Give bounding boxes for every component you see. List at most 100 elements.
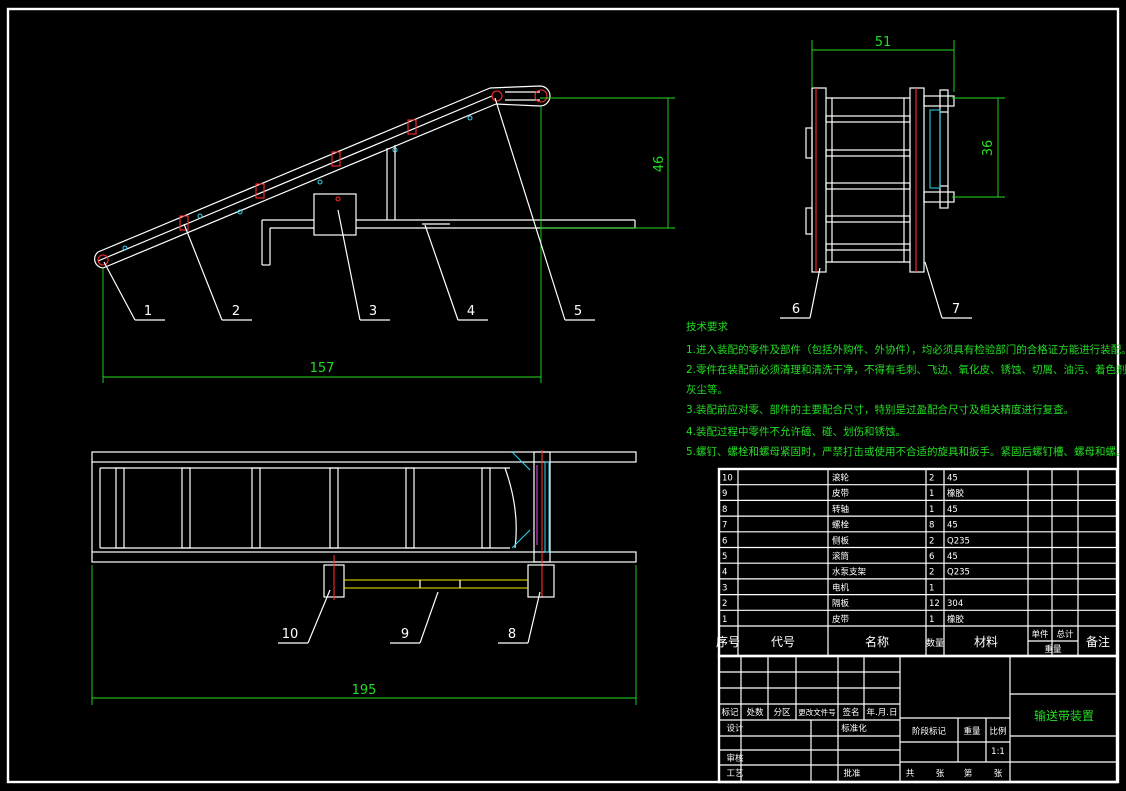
leaders-side: [103, 97, 595, 321]
bom-cell-qty: 1: [929, 489, 934, 499]
bom-cell-qty: 1: [929, 583, 934, 593]
bom-cell-material: 45: [947, 552, 958, 562]
end-view: [805, 87, 955, 273]
end-dims: [811, 40, 1005, 198]
balloon-8: 8: [508, 627, 516, 642]
bom-cell-qty: 2: [929, 474, 934, 484]
tb-ratio: 1:1: [991, 747, 1005, 757]
drawing-title: 输送带装置: [1034, 708, 1094, 723]
balloon-3: 3: [369, 304, 377, 319]
tb-sign: 签名: [842, 707, 859, 718]
tech-line-5: 4.装配过程中零件不允许磕、碰、划伤和锈蚀。: [686, 425, 906, 438]
bom-cell-no: 4: [722, 568, 727, 578]
leaders-plan: [278, 589, 541, 644]
tb-weight: 重量: [963, 726, 981, 737]
bom-head-no: 序号: [716, 634, 740, 649]
bom-cell-name: 水泵支架: [832, 567, 867, 578]
bom-cell-no: 2: [722, 599, 727, 609]
tech-line-2: 2.零件在装配前必须清理和清洗干净，不得有毛刺、飞边、氧化皮、锈蚀、切屑、油污、…: [686, 363, 1126, 376]
tb-design: 设计: [726, 723, 744, 734]
bom-head-remark: 备注: [1086, 634, 1110, 649]
tb-process: 工艺: [726, 769, 743, 779]
dim-side-height: 46: [652, 156, 667, 173]
bom-cell-qty: 1: [929, 505, 934, 515]
tb-mark: 标记: [721, 707, 739, 718]
plan-view: [91, 450, 637, 600]
bom-head-weight: 重量: [1044, 644, 1062, 655]
bom-head-total: 总计: [1056, 629, 1074, 640]
dim-plan-length: 195: [352, 683, 377, 698]
bom-cell-no: 5: [722, 552, 727, 562]
side-view: [94, 85, 636, 269]
tech-line-3: 灰尘等。: [686, 383, 728, 396]
bom-cell-material: 304: [947, 599, 963, 609]
bom-cell-no: 6: [722, 536, 727, 546]
bom-cell-no: 9: [722, 489, 727, 499]
tb-standard: 标准化: [841, 723, 867, 734]
bom-cell-qty: 1: [929, 615, 934, 625]
tech-title: 技术要求: [686, 320, 728, 333]
balloon-5: 5: [574, 304, 582, 319]
bom-cell-qty: 6: [929, 552, 934, 562]
tb-approve: 批准: [843, 768, 861, 779]
bom-cell-name: 皮带: [832, 614, 850, 625]
bom-cell-name: 滚筒: [832, 551, 849, 562]
technical-requirements: 技术要求 1.进入装配的零件及部件（包括外购件、外协件），均必须具有检验部门的合…: [686, 320, 1126, 458]
bom-cell-name: 滚轮: [832, 473, 850, 484]
dim-end-height: 36: [981, 140, 996, 157]
tb-sheet: 张: [994, 769, 1003, 779]
bom-cell-no: 1: [722, 615, 727, 625]
bom-cell-material: Q235: [947, 536, 970, 546]
bom-cell-material: 橡胶: [947, 488, 965, 499]
bom-head-material: 材料: [974, 635, 998, 649]
bom-cell-qty: 2: [929, 536, 934, 546]
dim-side-length: 157: [310, 361, 335, 376]
tb-review: 审核: [726, 753, 744, 764]
bom-cell-no: 8: [722, 505, 727, 515]
bom-cell-no: 7: [722, 521, 727, 531]
tb-sheets: 张: [936, 769, 945, 779]
bom-cell-material: 45: [947, 505, 958, 515]
bom-cell-material: Q235: [947, 568, 970, 578]
bom-head-unit: 单件: [1031, 629, 1049, 640]
bom-cell-name: 隔板: [832, 598, 850, 609]
bom-cell-name: 电机: [832, 582, 850, 593]
bom-head-name: 名称: [865, 634, 889, 649]
balloon-7: 7: [952, 302, 960, 317]
tb-scale: 比例: [989, 726, 1006, 737]
tech-line-1: 1.进入装配的零件及部件（包括外购件、外协件），均必须具有检验部门的合格证方能进…: [686, 343, 1126, 356]
bom-cell-qty: 12: [929, 599, 940, 609]
balloon-9: 9: [401, 627, 409, 642]
bom-cell-qty: 2: [929, 568, 934, 578]
bom-cell-name: 螺栓: [832, 520, 850, 531]
balloon-1: 1: [144, 304, 152, 319]
drawing-border: [6, 7, 1120, 784]
balloon-10: 10: [282, 627, 299, 642]
tb-date: 年.月.日: [867, 707, 898, 718]
balloon-2: 2: [232, 304, 240, 319]
balloon-4: 4: [467, 304, 475, 319]
title-block: 标记 处数 分区 更改文件号 签名 年.月.日 设计 标准化 审核 工艺 批准 …: [717, 654, 1119, 784]
tb-zone: 分区: [773, 708, 791, 718]
tb-stage: 阶段标记: [912, 726, 947, 737]
bom-cell-qty: 8: [929, 521, 934, 531]
bom-cell-no: 10: [722, 474, 733, 484]
side-dims: [102, 97, 675, 383]
leaders-end: [780, 261, 972, 319]
bom-cell-material: 橡胶: [947, 614, 965, 625]
bom-cell-name: 皮带: [832, 488, 850, 499]
bom-cell-name: 转轴: [832, 504, 849, 515]
tb-docno: 更改文件号: [798, 707, 836, 717]
bom-head-qty: 数量: [926, 637, 944, 649]
bom-head-code: 代号: [771, 635, 795, 649]
bom-cell-no: 3: [722, 583, 727, 593]
tech-line-6: 5.螺钉、螺栓和螺母紧固时，严禁打击或使用不合适的旋具和扳手。紧固后螺钉槽、螺母…: [686, 445, 1126, 458]
balloon-6: 6: [792, 302, 800, 317]
bom-cell-name: 侧板: [832, 535, 850, 546]
tech-line-4: 3.装配前应对零、部件的主要配合尺寸，特别是过盈配合尺寸及相关精度进行复查。: [686, 403, 1074, 416]
bom-cell-material: 45: [947, 521, 958, 531]
dim-end-width: 51: [875, 35, 892, 50]
tb-page: 第: [964, 768, 973, 779]
